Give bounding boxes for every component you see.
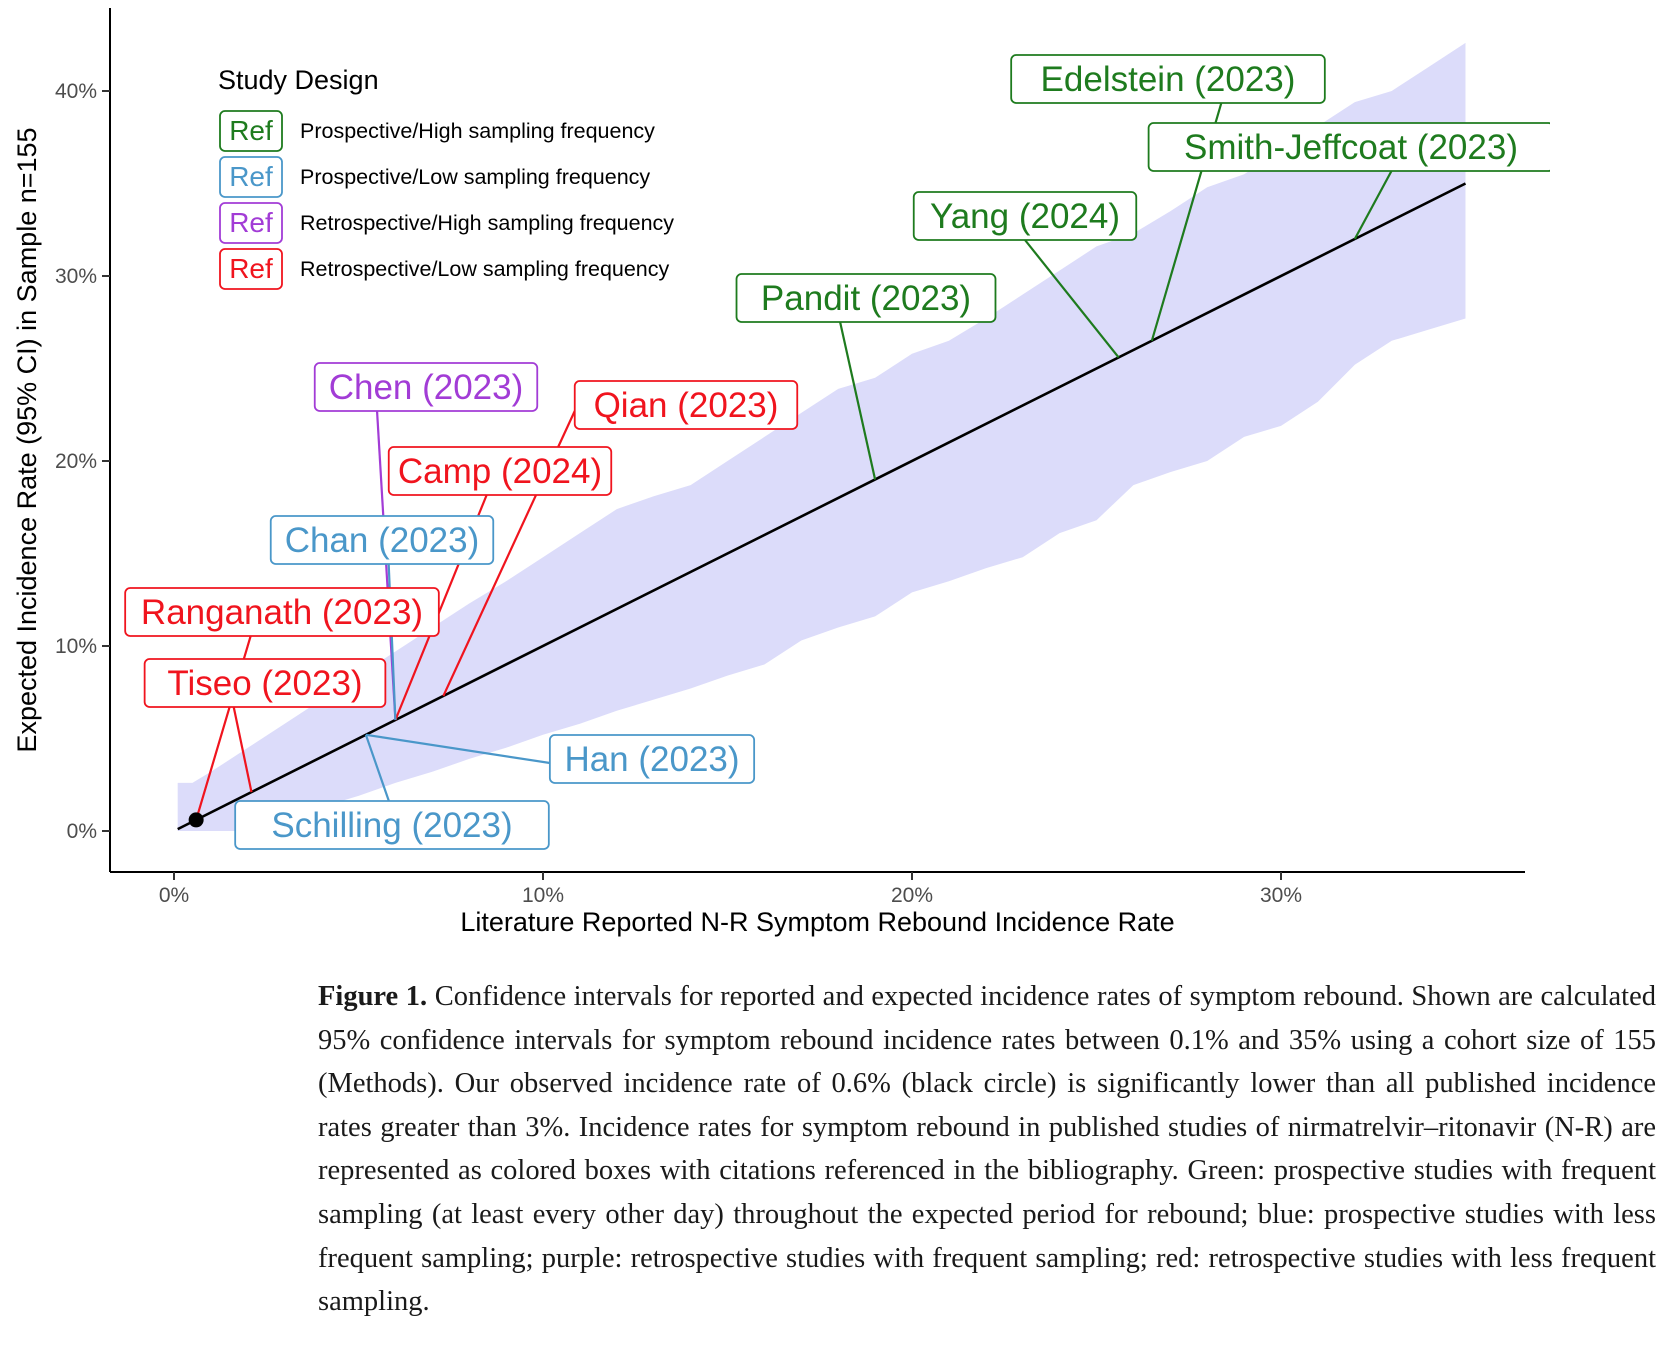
y-tick-label: 30%: [55, 265, 97, 288]
study-label-text: Schilling (2023): [271, 806, 512, 845]
x-tick-label: 20%: [891, 884, 933, 907]
legend-entry: Ref Prospective/Low sampling frequency: [219, 156, 650, 198]
y-axis-title: Expected Incidence Rate (95% CI) in Samp…: [12, 127, 42, 752]
study-label-box: [1147, 122, 1550, 172]
study-label-text: Qian (2023): [594, 386, 779, 425]
study-label: Chen (2023): [313, 362, 539, 721]
legend-key-box: [219, 110, 283, 152]
legend-entry-label: Prospective/Low sampling frequency: [300, 165, 650, 189]
study-label-box: [313, 362, 539, 412]
study-label-box: [573, 380, 799, 430]
study-label: Yang (2024): [912, 191, 1138, 359]
study-label-box: [124, 587, 440, 637]
chart-panel: 0% 10% 20% 30% 40% 0% 10% 20% 30% Literature Repo…: [12, 8, 1550, 937]
confidence-band: [177, 42, 1466, 831]
legend-key-text: Ref: [229, 253, 273, 284]
legend-key-text: Ref: [229, 161, 273, 192]
study-label: Ranganath (2023): [124, 587, 440, 821]
legend-entry: Ref Retrospective/Low sampling frequency: [219, 248, 670, 290]
study-leader-line: [365, 733, 551, 765]
study-label-text: Edelstein (2023): [1041, 60, 1296, 99]
study-label: Qian (2023): [442, 380, 799, 697]
caption-label: Figure 1.: [318, 981, 428, 1012]
study-label-text: Ranganath (2023): [141, 593, 423, 632]
x-tick-label: 10%: [522, 884, 564, 907]
x-tick-label: 30%: [1260, 884, 1302, 907]
study-label: Tiseo (2023): [143, 658, 387, 793]
study-label-text: Camp (2024): [398, 452, 602, 491]
caption-text: Confidence intervals for reported and ex…: [318, 981, 1656, 1318]
study-label-box: [269, 515, 495, 565]
expected-rate-line: [177, 182, 1467, 831]
study-label-box: [912, 191, 1138, 241]
legend-entry: Ref Prospective/High sampling frequency: [219, 110, 655, 152]
study-leader-line: [364, 734, 390, 802]
y-tick-label: 0%: [67, 820, 97, 843]
study-label-box: [1010, 54, 1326, 104]
study-label-box: [548, 734, 756, 784]
x-tick-label: 0%: [159, 884, 189, 907]
study-label-text: Yang (2024): [930, 197, 1120, 236]
study-label: Camp (2024): [387, 446, 613, 721]
legend-key-box: [219, 202, 283, 244]
study-leader-line: [232, 706, 253, 793]
figure-caption: Figure 1. Confidence intervals for repor…: [318, 975, 1656, 1324]
study-label: Smith-Jeffcoat (2023): [1147, 122, 1550, 240]
study-label-box: [143, 658, 387, 708]
study-label: Han (2023): [365, 733, 756, 784]
y-tick-label: 40%: [55, 80, 97, 103]
legend-key-text: Ref: [229, 207, 273, 238]
study-label: Edelstein (2023): [1010, 54, 1326, 342]
legend-key-box: [219, 156, 283, 198]
x-axis-title: Literature Reported N-R Symptom Rebound …: [460, 907, 1174, 937]
observed-rate-point: [188, 812, 204, 828]
study-label: Chan (2023): [269, 515, 495, 721]
study-label: Pandit (2023): [735, 273, 997, 480]
study-leader-line: [1024, 239, 1120, 359]
study-leader-line: [1353, 170, 1393, 240]
y-tick-label: 10%: [55, 635, 97, 658]
legend-entry: Ref Retrospective/High sampling frequency: [219, 202, 674, 244]
study-label-text: Han (2023): [564, 740, 739, 779]
y-tick-label: 20%: [55, 450, 97, 473]
study-leader-line: [839, 321, 877, 480]
legend-title: Study Design: [218, 65, 379, 95]
study-label-text: Tiseo (2023): [167, 664, 362, 703]
legend-entry-label: Prospective/High sampling frequency: [300, 119, 655, 143]
study-label: Schilling (2023): [234, 734, 550, 850]
legend-key-text: Ref: [229, 115, 273, 146]
study-label-box: [234, 800, 550, 850]
legend-key-box: [219, 248, 283, 290]
study-label-text: Chan (2023): [285, 521, 480, 560]
study-label-box: [735, 273, 997, 323]
study-label-text: Smith-Jeffcoat (2023): [1184, 128, 1518, 167]
study-label-text: Pandit (2023): [761, 279, 971, 318]
legend-entry-label: Retrospective/High sampling frequency: [300, 211, 674, 235]
study-label-box: [387, 446, 613, 496]
incidence-chart: 0% 10% 20% 30% 40% 0% 10% 20% 30% Literature Repo…: [12, 8, 1550, 937]
legend-entry-label: Retrospective/Low sampling frequency: [300, 257, 670, 281]
study-label-text: Chen (2023): [329, 368, 524, 407]
